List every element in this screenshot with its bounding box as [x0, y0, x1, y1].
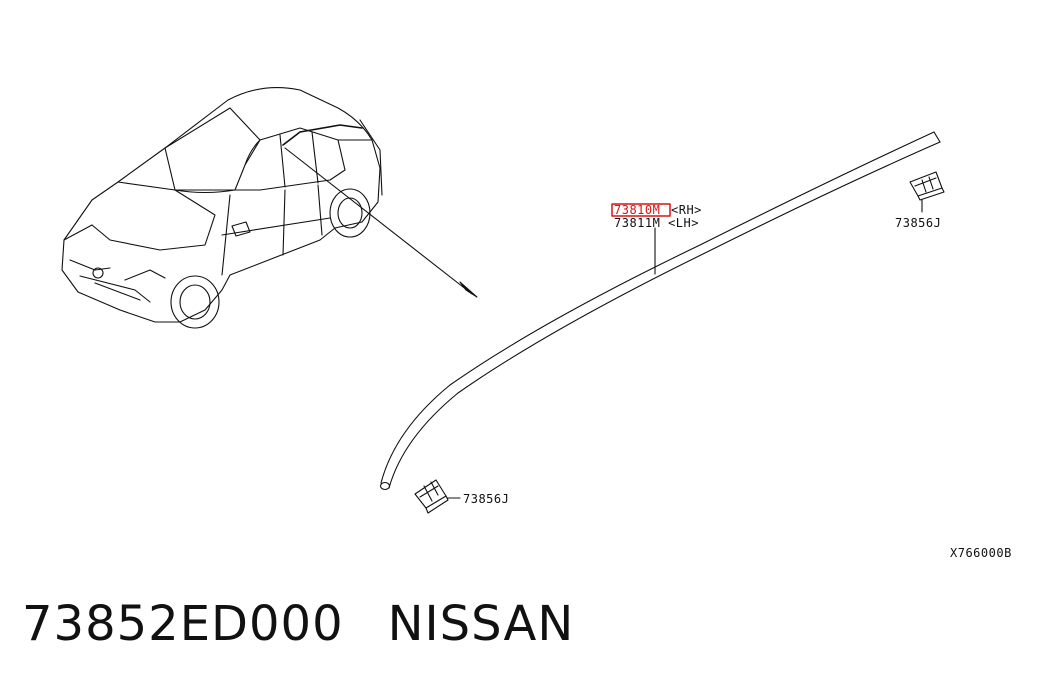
- label-clip-rear: 73856J: [895, 216, 941, 230]
- clip-rear: [909, 171, 945, 213]
- brand-name: NISSAN: [387, 596, 575, 652]
- roof-molding-strip: [379, 131, 941, 491]
- label-molding-rh: 73810M: [614, 203, 660, 217]
- highlight-box: [611, 203, 671, 217]
- clip-front: [414, 479, 461, 514]
- part-number: 73852ED000: [22, 596, 344, 652]
- label-molding-lh: 73811M <LH>: [614, 216, 699, 230]
- label-molding-rh-suffix: <RH>: [671, 203, 702, 217]
- pointer-arrow: [284, 147, 478, 298]
- label-clip-front: 73856J: [463, 492, 509, 506]
- car-illustration: [61, 87, 383, 329]
- diagram-code: X766000B: [950, 546, 1012, 560]
- caption: 73852ED000 NISSAN: [22, 596, 574, 652]
